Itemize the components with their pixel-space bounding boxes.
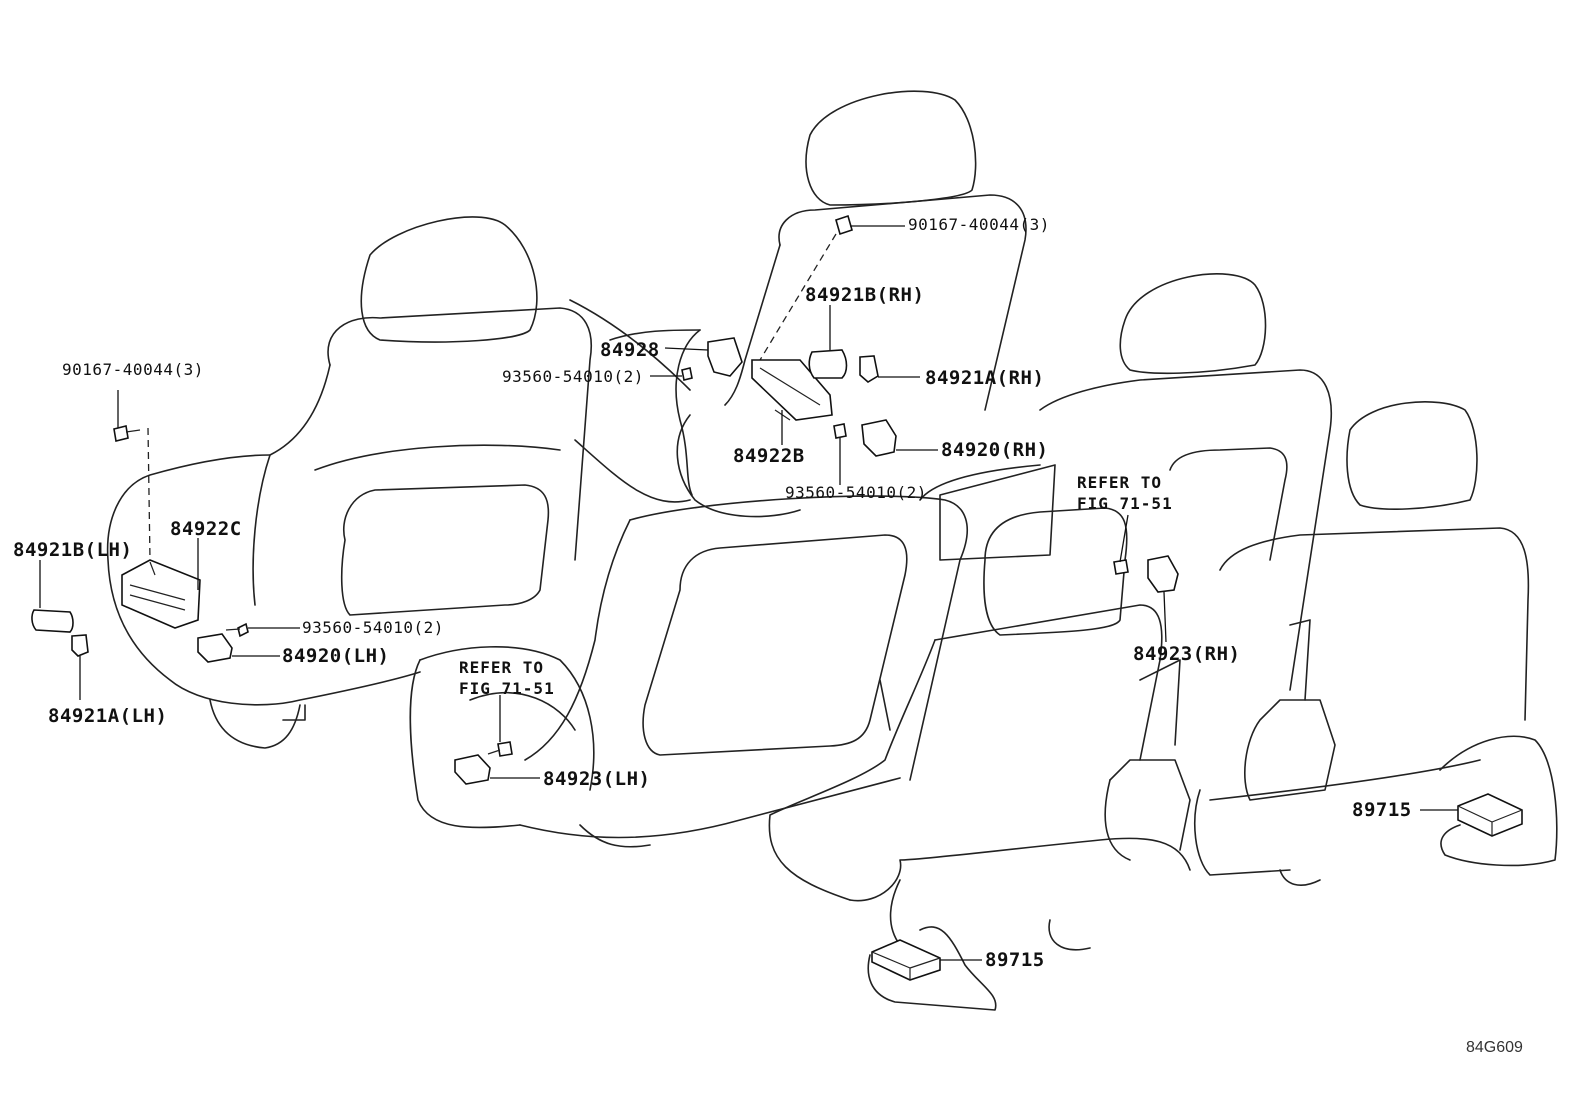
label-84920-lh: 84920(LH) [282,645,390,667]
label-84921a-rh: 84921A(RH) [925,367,1045,389]
label-84922c: 84922C [170,518,242,540]
right-upper-seat [919,273,1332,691]
label-84922b: 84922B [733,445,805,467]
label-84920-rh: 84920(RH) [941,439,1049,461]
label-89715-right: 89715 [1352,799,1412,821]
label-bolt-90167-rh: 90167-40044(3) [908,215,1050,234]
label-84923-lh: 84923(LH) [543,768,651,790]
label-fig-71-51-rh: FIG 71-51 [1077,494,1173,513]
label-screw-93560-lh: 93560-54010(2) [302,618,444,637]
leader-lines [39,225,1458,961]
label-screw-93560-rh-b: 93560-54010(2) [785,483,927,502]
label-84921b-rh: 84921B(RH) [805,284,925,306]
label-84923-rh: 84923(RH) [1133,643,1241,665]
label-84928: 84928 [600,339,660,361]
ecu-89715-parts [871,793,1523,981]
label-bolt-90167-lh: 90167-40044(3) [62,360,204,379]
label-refer-to-rh: REFER TO [1077,473,1163,492]
diagram-code: 84G609 [1466,1039,1523,1056]
rear-bench-seat-left [768,507,1191,1011]
label-refer-to-lh: REFER TO [459,658,545,677]
label-84921b-lh: 84921B(LH) [13,539,133,561]
label-screw-93560-rh-a: 93560-54010(2) [502,367,644,386]
middle-rear-seat [409,495,968,848]
middle-front-seat [609,90,1027,518]
rear-bench-seat-right [1194,401,1558,886]
parts-right-top [681,214,1179,593]
label-84921a-lh: 84921A(LH) [48,705,168,727]
parts-left [31,425,513,785]
label-89715-bottom: 89715 [985,949,1045,971]
label-fig-71-51-lh: FIG 71-51 [459,679,555,698]
left-front-seat [106,216,691,749]
